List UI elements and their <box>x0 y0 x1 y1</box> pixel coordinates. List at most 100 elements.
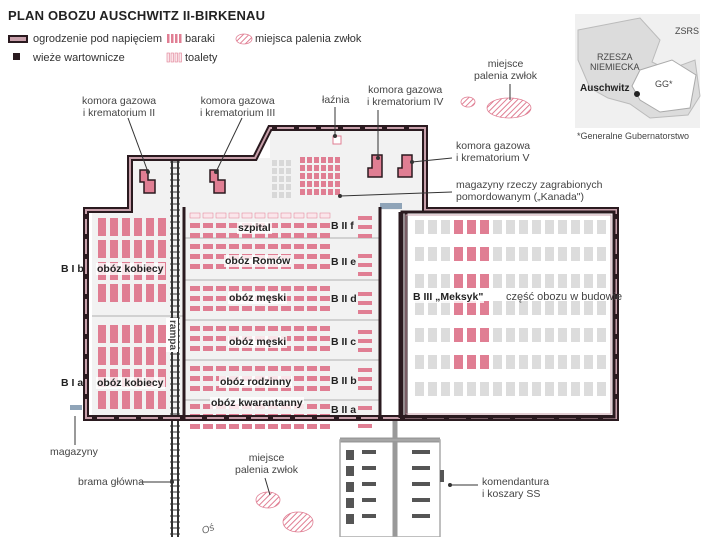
barrack <box>319 212 331 219</box>
barrack <box>110 347 118 365</box>
barrack <box>255 306 265 311</box>
barrack-unbuilt <box>571 328 580 342</box>
watch-tower <box>83 254 88 259</box>
barrack <box>294 326 304 331</box>
barrack-unbuilt <box>571 382 580 396</box>
barrack-unbuilt <box>532 247 541 261</box>
camp-szpital: szpital <box>237 222 272 234</box>
barrack <box>216 424 226 429</box>
barrack <box>110 325 118 343</box>
warehouse-kanada <box>321 181 326 187</box>
barrack-unbuilt <box>454 274 463 288</box>
barrack-unbuilt <box>545 274 554 288</box>
ss-building <box>362 450 376 454</box>
leader-dot <box>146 170 150 174</box>
barrack <box>255 386 265 391</box>
inset-label-gg: GG* <box>655 79 673 89</box>
barrack-unbuilt <box>597 328 606 342</box>
watch-tower <box>613 374 618 379</box>
watch-tower <box>268 415 273 420</box>
camp-meski-2: obóz męski <box>228 336 288 348</box>
warehouse-kanada <box>335 181 340 187</box>
barrack <box>229 326 239 331</box>
barrack <box>122 325 130 343</box>
barrack <box>190 326 200 331</box>
watch-tower <box>224 415 229 420</box>
barrack <box>190 386 200 391</box>
barrack <box>203 296 213 301</box>
building <box>272 192 277 198</box>
barrack <box>190 366 200 371</box>
barrack <box>281 286 291 291</box>
leader-line <box>215 117 243 173</box>
barrack <box>358 348 372 352</box>
barrack <box>281 386 291 391</box>
barrack <box>229 366 239 371</box>
barrack <box>122 284 130 302</box>
barrack-unbuilt <box>441 247 450 261</box>
watch-tower <box>510 415 515 420</box>
barrack <box>190 223 200 228</box>
legend-fence-symbol <box>8 35 28 43</box>
warehouse-kanada <box>335 165 340 171</box>
barrack-unbuilt <box>467 382 476 396</box>
barrack-unbuilt <box>480 220 489 234</box>
watch-tower <box>338 125 343 130</box>
barrack-unbuilt <box>480 355 489 369</box>
barrack <box>307 306 317 311</box>
ss-building <box>412 450 430 454</box>
warehouse-kanada <box>314 189 319 195</box>
store-building <box>380 203 402 209</box>
barrack <box>242 386 252 391</box>
inset-auschwitz-dot <box>634 91 640 97</box>
barrack <box>255 366 265 371</box>
barrack <box>190 244 200 249</box>
barrack-unbuilt <box>532 301 541 315</box>
barrack <box>203 223 213 228</box>
barrack <box>98 347 106 365</box>
barrack <box>255 326 265 331</box>
barrack-unbuilt <box>597 220 606 234</box>
barrack-unbuilt <box>519 355 528 369</box>
barrack-unbuilt <box>493 301 502 315</box>
warehouse-kanada <box>314 165 319 171</box>
barrack <box>134 391 142 409</box>
barrack <box>358 225 372 229</box>
barrack <box>98 391 106 409</box>
barrack <box>229 244 239 249</box>
barrack-unbuilt <box>415 382 424 396</box>
barrack-unbuilt <box>532 355 541 369</box>
watch-tower <box>613 394 618 399</box>
watch-tower <box>613 254 618 259</box>
burning-site <box>460 96 476 108</box>
watch-tower <box>92 415 97 420</box>
watch-tower <box>466 415 471 420</box>
barrack <box>229 346 239 351</box>
warehouse-kanada <box>307 165 312 171</box>
barrack-unbuilt <box>519 301 528 315</box>
barrack <box>110 391 118 409</box>
watch-tower <box>83 374 88 379</box>
barrack-unbuilt <box>571 355 580 369</box>
barrack-unbuilt <box>506 382 515 396</box>
crematorium-4 <box>367 154 383 178</box>
barrack <box>215 212 227 219</box>
barrack <box>320 233 330 238</box>
barrack <box>190 296 200 301</box>
barrack-unbuilt <box>441 220 450 234</box>
barrack <box>281 366 291 371</box>
barrack <box>294 286 304 291</box>
inset-footnote: *Generalne Gubernatorstwo <box>577 131 690 141</box>
barrack-unbuilt <box>428 247 437 261</box>
barrack-unbuilt <box>467 301 476 315</box>
barrack <box>268 366 278 371</box>
barrack <box>146 325 154 343</box>
warehouse-kanada <box>307 189 312 195</box>
barrack <box>190 306 200 311</box>
barrack <box>229 306 239 311</box>
warehouse-kanada <box>321 189 326 195</box>
